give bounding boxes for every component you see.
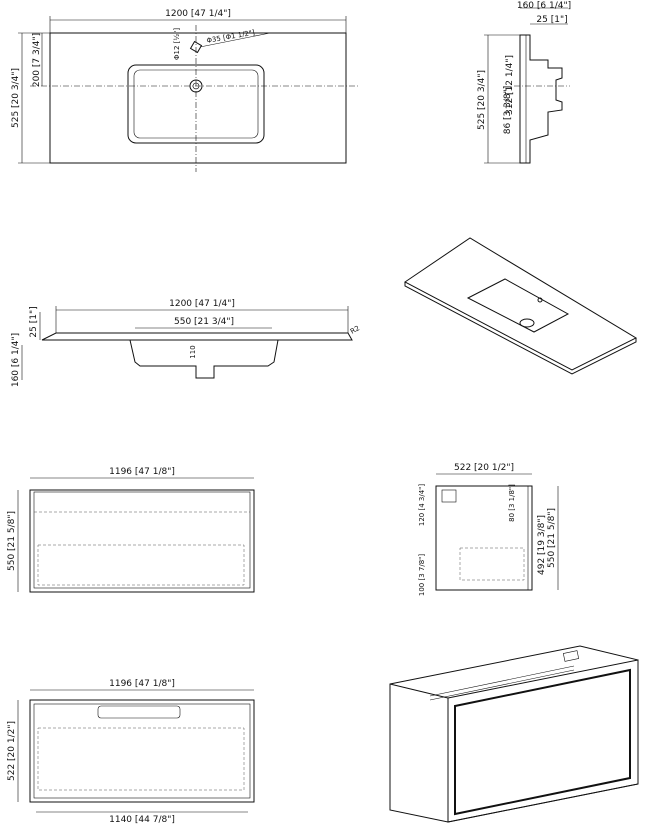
iso-rail [429, 665, 575, 697]
top-view: 1200 [47 1/4"] 525 [20 3/4"] 200 [7 3/4"… [11, 9, 360, 172]
section-thickness-label: 25 [1"] [29, 306, 39, 337]
section-depth-label: 160 [6 1/4"] [11, 333, 21, 387]
hole-label: Φ12 [½"] [173, 28, 181, 60]
basin-offset-label: 200 [7 3/4"] [32, 33, 42, 87]
cabinet-side: 522 [20 1/2"] 120 [4 3/4"] 80 [3 1/8"] 4… [418, 463, 559, 596]
cab-side-rail-label: 80 [3 1/8"] [508, 484, 516, 522]
cab-side-inner-label: 492 [19 3/8"] [537, 515, 547, 575]
top-width-label: 1200 [47 1/4"] [165, 9, 231, 19]
faucet-hole [189, 40, 203, 54]
cabinet-top-outline [29, 699, 255, 803]
cab-side-width-label: 522 [20 1/2"] [454, 463, 514, 473]
side-lip-label: 25 [1"] [536, 15, 567, 25]
front-section: 1200 [47 1/4"] 550 [21 3/4"] 25 [1"] 160… [11, 299, 361, 387]
drawer-hidden-lines [37, 544, 245, 586]
section-width-label: 1200 [47 1/4"] [169, 299, 235, 309]
section-basin-depth-label: 110 [189, 345, 197, 358]
side-view-top: 160 [6 1/4"] 25 [1"] 525 [20 3/4"] 86 [3… [477, 1, 571, 164]
cabinet-front-outline [29, 489, 255, 593]
side-profile [519, 34, 563, 164]
isometric-cabinet [389, 645, 639, 823]
countertop-outline [49, 32, 347, 164]
top-depth-label: 525 [20 3/4"] [11, 68, 21, 128]
cabinet-front: 1196 [47 1/8"] 550 [21 5/8"] [7, 467, 255, 593]
cab-top-inner-width-label: 1140 [44 7/8"] [109, 815, 175, 825]
cab-front-width-label: 1196 [47 1/8"] [109, 467, 175, 477]
cab-side-top-label: 120 [4 3/4"] [418, 484, 426, 526]
side-height-label: 525 [20 3/4"] [477, 70, 487, 130]
iso-cabinet-front [447, 659, 639, 823]
isometric-vanity-top [404, 237, 638, 375]
side-inner-label: 312 [12 1/4"] [505, 55, 515, 115]
cabinet-side-outline [435, 485, 533, 591]
counter-slab [41, 332, 353, 341]
basin-section [129, 339, 279, 379]
section-radius-label: R2 [349, 324, 361, 336]
cab-side-height-label: 550 [21 5/8"] [547, 508, 557, 568]
section-basin-label: 550 [21 3/4"] [174, 317, 234, 327]
iso-cabinet-body [389, 645, 639, 823]
iso-drain [519, 318, 535, 328]
iso-bracket [562, 650, 580, 662]
side-depth-label: 160 [6 1/4"] [517, 1, 571, 11]
cabinet-top-cutout [97, 705, 181, 719]
cabinet-top-hidden [37, 727, 245, 791]
drain-label: Φ35 [Φ1 1/2"] [206, 29, 256, 45]
side-drawer-hidden [459, 547, 525, 581]
cab-front-height-label: 550 [21 5/8"] [7, 511, 17, 571]
iso-basin [466, 278, 570, 333]
iso-drawer-face [454, 668, 631, 816]
iso-faucet-hole [537, 297, 543, 303]
cabinet-top: 1196 [47 1/8"] 522 [20 1/2"] 1140 [44 7/… [7, 679, 255, 825]
cab-top-width-label: 1196 [47 1/8"] [109, 679, 175, 689]
cab-top-depth-label: 522 [20 1/2"] [7, 721, 17, 781]
drain-leader [199, 32, 271, 48]
cab-side-bottom-label: 100 [3 7/8"] [418, 554, 426, 596]
side-basin-label: 86 [3 3/8"] [503, 86, 513, 135]
